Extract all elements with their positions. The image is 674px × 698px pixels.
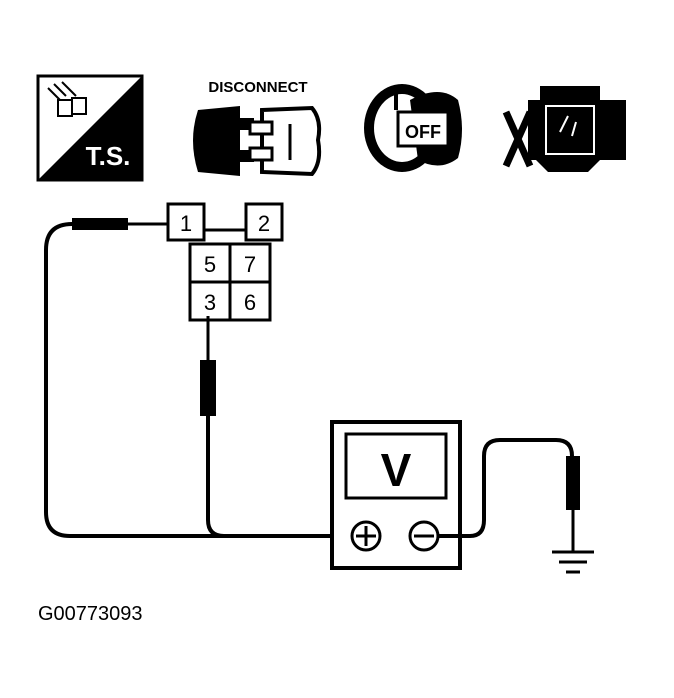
pin-1-cell xyxy=(166,202,206,242)
ground-symbol-icon xyxy=(552,550,594,574)
figure-code: G00773093 xyxy=(38,603,143,625)
ts-icon: T.S. xyxy=(36,74,144,182)
pin-3-label: 3 xyxy=(204,290,216,315)
probe-tip-1 xyxy=(72,218,128,230)
harness-connector: 1 2 5 7 3 6 xyxy=(166,202,284,322)
pin-6-cell xyxy=(228,280,272,322)
pin-5-cell xyxy=(188,242,232,284)
voltmeter: V xyxy=(330,420,462,570)
probe-lead-pin-3 xyxy=(200,316,225,538)
pin-2-cell xyxy=(244,202,284,242)
ignition-off-icon: OFF xyxy=(364,84,462,172)
ground-lead xyxy=(438,438,580,552)
meter-display xyxy=(344,432,448,500)
pin-5-label: 5 xyxy=(204,252,216,277)
pin-7-label: 7 xyxy=(244,252,256,277)
pin-6-label: 6 xyxy=(244,290,256,315)
pin-2-label: 2 xyxy=(258,211,270,236)
probe-tip-ground xyxy=(566,456,580,510)
ignition-label: OFF xyxy=(405,122,441,142)
ts-label: T.S. xyxy=(86,141,131,171)
disconnect-icon: DISCONNECT xyxy=(193,79,322,177)
engine-stopped-icon xyxy=(502,86,626,172)
probe-tip-3 xyxy=(200,360,216,416)
pin-1-label: 1 xyxy=(180,211,192,236)
pin-7-cell xyxy=(228,242,272,284)
probe-lead-pin-1 xyxy=(44,218,344,538)
disconnect-label: DISCONNECT xyxy=(208,79,307,96)
meter-display-label: V xyxy=(381,444,412,496)
mini-connector-icon xyxy=(47,81,87,117)
